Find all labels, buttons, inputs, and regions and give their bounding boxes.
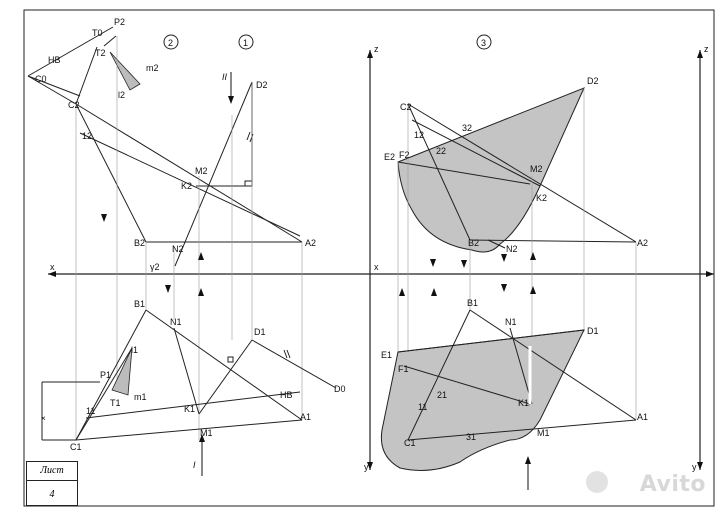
label-3-2: 32 — [462, 123, 472, 133]
label-K2: K2 — [181, 181, 192, 191]
label-D1: D1 — [254, 327, 266, 337]
axis-z-label: z — [374, 44, 379, 54]
right-top-projection — [397, 309, 637, 441]
axis-x-label: x — [50, 262, 55, 272]
label-M2: M2 — [195, 166, 208, 176]
avito-logo-icon — [586, 471, 608, 493]
label-D1-r: D1 — [587, 326, 599, 336]
left-front-projection — [27, 26, 303, 267]
axis-y-label-right: y — [692, 462, 697, 472]
label-m1: m1 — [134, 392, 147, 402]
m2-shaded-region — [109, 51, 141, 91]
axis-y-label: y — [364, 462, 369, 472]
x-arrow-icon — [48, 271, 56, 277]
z-right-arrow-icon — [697, 50, 703, 58]
title-stamp: Лист 4 — [26, 461, 78, 506]
label-K1: K1 — [184, 404, 195, 414]
label-M1-r: M1 — [537, 428, 550, 438]
label-N2-r: N2 — [506, 244, 518, 254]
label-M2-r: M2 — [530, 164, 543, 174]
x-right-arrow-icon — [706, 271, 714, 277]
label-C1-r: C1 — [404, 438, 416, 448]
label-N1-r: N1 — [505, 317, 517, 327]
cross-mark-icon: × — [41, 414, 46, 423]
label-B2: B2 — [134, 238, 145, 248]
label-P2: P2 — [114, 17, 125, 27]
label-D0: D0 — [334, 384, 346, 394]
left-direction-arrows — [101, 72, 234, 476]
right-front-projection — [397, 103, 637, 249]
label-T1: T1 — [110, 398, 121, 408]
stamp-title: Лист — [27, 462, 77, 481]
panel-marker-2: 2 — [163, 34, 179, 50]
right-direction-arrows — [399, 252, 536, 490]
label-A1-r: A1 — [637, 412, 648, 422]
label-1-1-r: 11 — [418, 402, 427, 412]
y-right-arrow-icon — [697, 462, 703, 470]
label-C2: C2 — [68, 100, 80, 110]
label-K1-r: K1 — [518, 398, 529, 408]
label-2-1: 21 — [437, 390, 447, 400]
panel-marker-3: 3 — [476, 34, 492, 50]
label-C1: C1 — [70, 442, 82, 452]
label-B1-r: B1 — [467, 298, 478, 308]
label-A2-r: A2 — [637, 238, 648, 248]
label-1-2: 12 — [82, 131, 92, 141]
label-F1: F1 — [398, 364, 409, 374]
label-P1: P1 — [100, 370, 111, 380]
label-M1: M1 — [200, 428, 213, 438]
label-3-1: 31 — [466, 432, 476, 442]
label-T0: T0 — [92, 28, 103, 38]
label-1-2-r: 12 — [414, 130, 424, 140]
label-E1: E1 — [381, 350, 392, 360]
svg-text:1: 1 — [243, 38, 248, 48]
plane-section-top-shaded — [380, 329, 585, 471]
label-N1: N1 — [170, 317, 182, 327]
label-T2: T2 — [95, 48, 106, 58]
label-HB: HB — [48, 55, 61, 65]
axis-x-label-right: x — [374, 262, 379, 272]
panel-marker-1: 1 — [238, 34, 254, 50]
axis-z-label-right: z — [704, 44, 709, 54]
z-arrow-icon — [367, 50, 373, 58]
y-arrow-icon — [367, 462, 373, 470]
plane-section-front-shaded — [397, 87, 585, 253]
label-E2: E2 — [384, 152, 395, 162]
label-HB-top: HB — [280, 390, 293, 400]
label-D2-r: D2 — [587, 76, 599, 86]
label-K2-r: K2 — [536, 193, 547, 203]
watermark: Avito — [639, 472, 706, 497]
label-II: II — [222, 72, 228, 82]
label-gamma2: γ2 — [150, 262, 160, 272]
label-m2: m2 — [146, 63, 159, 73]
label-B2-r: B2 — [468, 238, 479, 248]
label-C2-r: C2 — [400, 102, 412, 112]
label-1-1: 11 — [86, 406, 95, 416]
label-l2: l2 — [118, 90, 125, 100]
left-projection-lines — [75, 36, 303, 440]
svg-text:3: 3 — [481, 38, 486, 48]
svg-text:2: 2 — [168, 38, 173, 48]
m1-shaded-region — [111, 347, 133, 396]
label-C0: C0 — [35, 74, 47, 84]
label-B1: B1 — [134, 299, 145, 309]
sheet-frame — [23, 9, 715, 507]
stamp-number: 4 — [49, 489, 55, 500]
label-A1: A1 — [300, 412, 311, 422]
label-I: I — [193, 460, 196, 470]
label-D2: D2 — [256, 80, 268, 90]
label-F2: F2 — [399, 150, 410, 160]
label-2-2: 22 — [436, 146, 446, 156]
left-top-projection — [41, 309, 337, 441]
label-l1: l1 — [131, 345, 138, 355]
label-A2: A2 — [305, 238, 316, 248]
label-N2: N2 — [172, 244, 184, 254]
